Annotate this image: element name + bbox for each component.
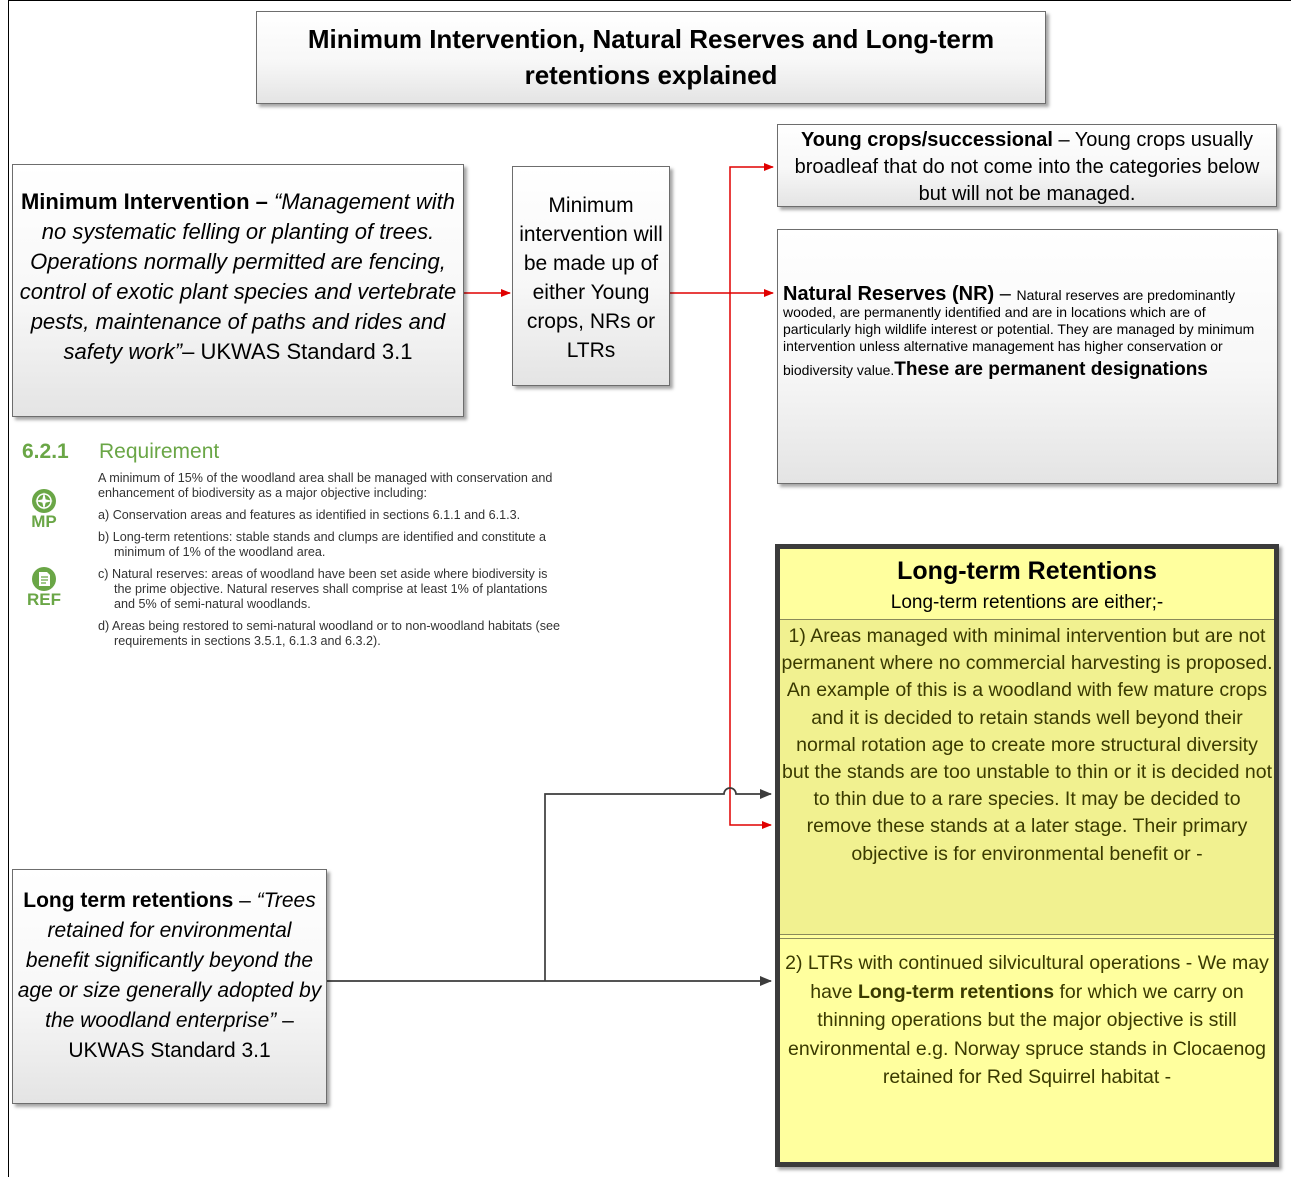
arrow-middle-to-young <box>729 163 774 293</box>
young-crops-box: Young crops/successional – Young crops u… <box>777 124 1277 207</box>
title-line-1: Minimum Intervention, Natural Reserves a… <box>307 24 995 54</box>
requirement-item-b: b) Long-term retentions: stable stands a… <box>98 530 547 559</box>
diagram-title: Minimum Intervention, Natural Reserves a… <box>256 11 1046 104</box>
young-crops-text: – Young crops usually broadleaf that do … <box>794 129 1260 205</box>
long-term-retentions-definition-box: Long term retentions – “Trees retained f… <box>12 869 327 1104</box>
ltr-item-1: 1) Areas managed with minimal interventi… <box>781 625 1273 865</box>
ltr-divider-mid-2 <box>780 938 1274 939</box>
mp-badge: MP <box>22 488 66 530</box>
ltr-def-source: – UKWAS Standard 3.1 <box>68 1009 294 1062</box>
minimum-intervention-source: – UKWAS Standard 3.1 <box>182 339 413 364</box>
requirement-body: A minimum of 15% of the woodland area sh… <box>98 471 568 656</box>
ltr-section-1-fill <box>780 619 1274 934</box>
ltr-def-dash: – <box>233 889 257 912</box>
natural-reserves-lead: Natural Reserves (NR) <box>783 283 995 305</box>
title-line-2: retentions explained <box>524 60 778 90</box>
mp-badge-label: MP <box>31 512 57 531</box>
ltr-divider-mid-1 <box>780 934 1274 935</box>
young-crops-lead: Young crops/successional <box>800 129 1053 151</box>
requirement-heading: Requirement <box>99 440 220 463</box>
ltr-def-quote: “Trees retained for environmental benefi… <box>17 889 322 1032</box>
natural-reserves-dash: – <box>994 283 1017 305</box>
minimum-intervention-summary-box: Minimum intervention will be made up of … <box>512 166 670 386</box>
ltr-item-2-post: for which we carry on thinning operation… <box>787 980 1266 1089</box>
frame-top-border <box>8 0 1291 1</box>
minimum-intervention-quote: “Management with no systematic felling o… <box>19 189 457 364</box>
ref-badge-label: REF <box>27 590 61 609</box>
summary-text: Minimum intervention will be made up of … <box>519 194 663 362</box>
ltr-divider-top <box>780 619 1274 620</box>
ltr-item-2-pre: 2) LTRs with continued silvicultural ope… <box>785 952 1269 1003</box>
requirement-number: 6.2.1 <box>22 440 69 463</box>
ltr-item-2: 2) LTRs with continued silvicultural ope… <box>780 949 1274 1092</box>
arrow-ltrdef-to-item1 <box>544 787 772 981</box>
document-icon <box>32 567 56 591</box>
natural-reserves-box: Natural Reserves (NR) – Natural reserves… <box>777 229 1278 484</box>
ltr-title: Long-term Retentions <box>897 557 1157 585</box>
ltr-def-lead: Long term retentions <box>23 889 234 912</box>
ref-badge: REF <box>22 566 66 608</box>
compass-icon <box>32 489 56 513</box>
requirement-item-d: d) Areas being restored to semi-natural … <box>98 619 561 648</box>
minimum-intervention-lead: Minimum Intervention – <box>20 189 275 214</box>
arrow-middle-to-ltr <box>729 293 772 829</box>
requirement-item-c: c) Natural reserves: areas of woodland h… <box>98 567 548 611</box>
minimum-intervention-box: Minimum Intervention – “Management with … <box>12 164 464 417</box>
ltr-subtitle: Long-term retentions are either;- <box>890 592 1164 613</box>
natural-reserves-text: Natural reserves are predominantly woode… <box>783 287 1255 378</box>
requirement-intro: A minimum of 15% of the woodland area sh… <box>98 471 553 500</box>
long-term-retentions-box: Long-term Retentions Long-term retention… <box>775 544 1279 1167</box>
requirement-item-a: a) Conservation areas and features as id… <box>98 508 521 522</box>
frame-left-border <box>8 0 9 1177</box>
natural-reserves-emphasis: These are permanent designations <box>894 359 1208 380</box>
ltr-item-2-bold: Long-term retentions <box>857 980 1055 1003</box>
